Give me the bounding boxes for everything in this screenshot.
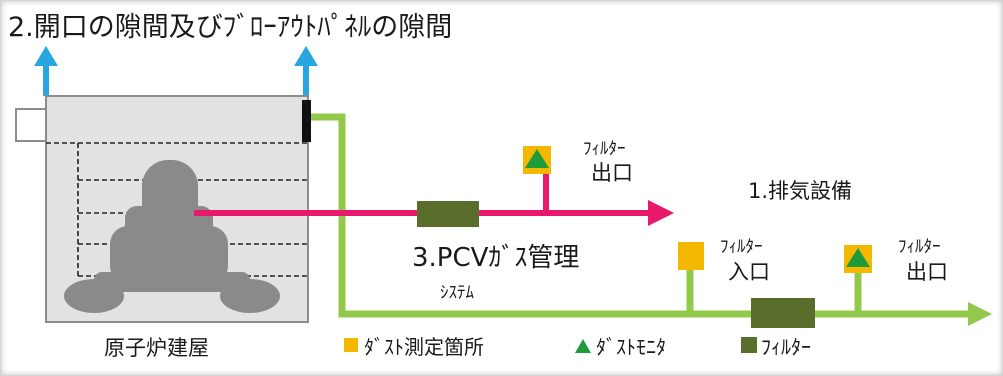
exhaust-label: 1.排気設備 bbox=[748, 179, 852, 203]
vent-arrow-left bbox=[34, 46, 58, 96]
exhaust-filter bbox=[751, 298, 815, 328]
filter-inlet-label-1: ﾌｨﾙﾀｰ bbox=[720, 237, 763, 257]
legend-filter-icon bbox=[741, 337, 757, 353]
legend-filter-label: ﾌｨﾙﾀｰ bbox=[761, 335, 811, 359]
reactor-building-label: 原子炉建屋 bbox=[104, 336, 209, 360]
filter-inlet-label-2: 入口 bbox=[728, 260, 770, 284]
exhaust-filter-outlet-label-1: ﾌｨﾙﾀｰ bbox=[898, 237, 941, 257]
exhaust-filter-outlet-label-2: 出口 bbox=[906, 260, 948, 284]
vent-arrow-right bbox=[294, 46, 318, 96]
dust-monitor-outlet bbox=[844, 245, 872, 273]
pcv-gas-label: 3.PCVｶﾞｽ管理 bbox=[412, 243, 579, 273]
diagram-title: 2.開口の隙間及びﾌﾞﾛｰｱｳﾄﾊﾟﾈﾙの隙間 bbox=[8, 12, 452, 43]
pcv-filter-outlet-label-1: ﾌｨﾙﾀｰ bbox=[583, 139, 626, 159]
containment-vessel-icon bbox=[64, 160, 280, 313]
reactor-building bbox=[15, 95, 311, 323]
legend-dust-point-label: ﾀﾞｽﾄ測定箇所 bbox=[364, 335, 484, 359]
pcv-filter-outlet-label-2: 出口 bbox=[591, 161, 633, 185]
pcv-system-label: ｼｽﾃﾑ bbox=[440, 283, 474, 303]
legend-dust-monitor-icon bbox=[575, 339, 591, 353]
dust-monitor-pcv bbox=[523, 146, 551, 174]
legend-dust-monitor-label: ﾀﾞｽﾄﾓﾆﾀ bbox=[596, 335, 666, 359]
legend-dust-point-icon bbox=[344, 338, 358, 352]
pcv-filter bbox=[417, 201, 479, 227]
blowout-panel-right bbox=[302, 100, 311, 142]
opening-left bbox=[15, 108, 47, 142]
dust-point-inlet bbox=[678, 242, 704, 270]
legend: ﾀﾞｽﾄ測定箇所 ﾀﾞｽﾄﾓﾆﾀ ﾌｨﾙﾀｰ bbox=[344, 335, 811, 359]
